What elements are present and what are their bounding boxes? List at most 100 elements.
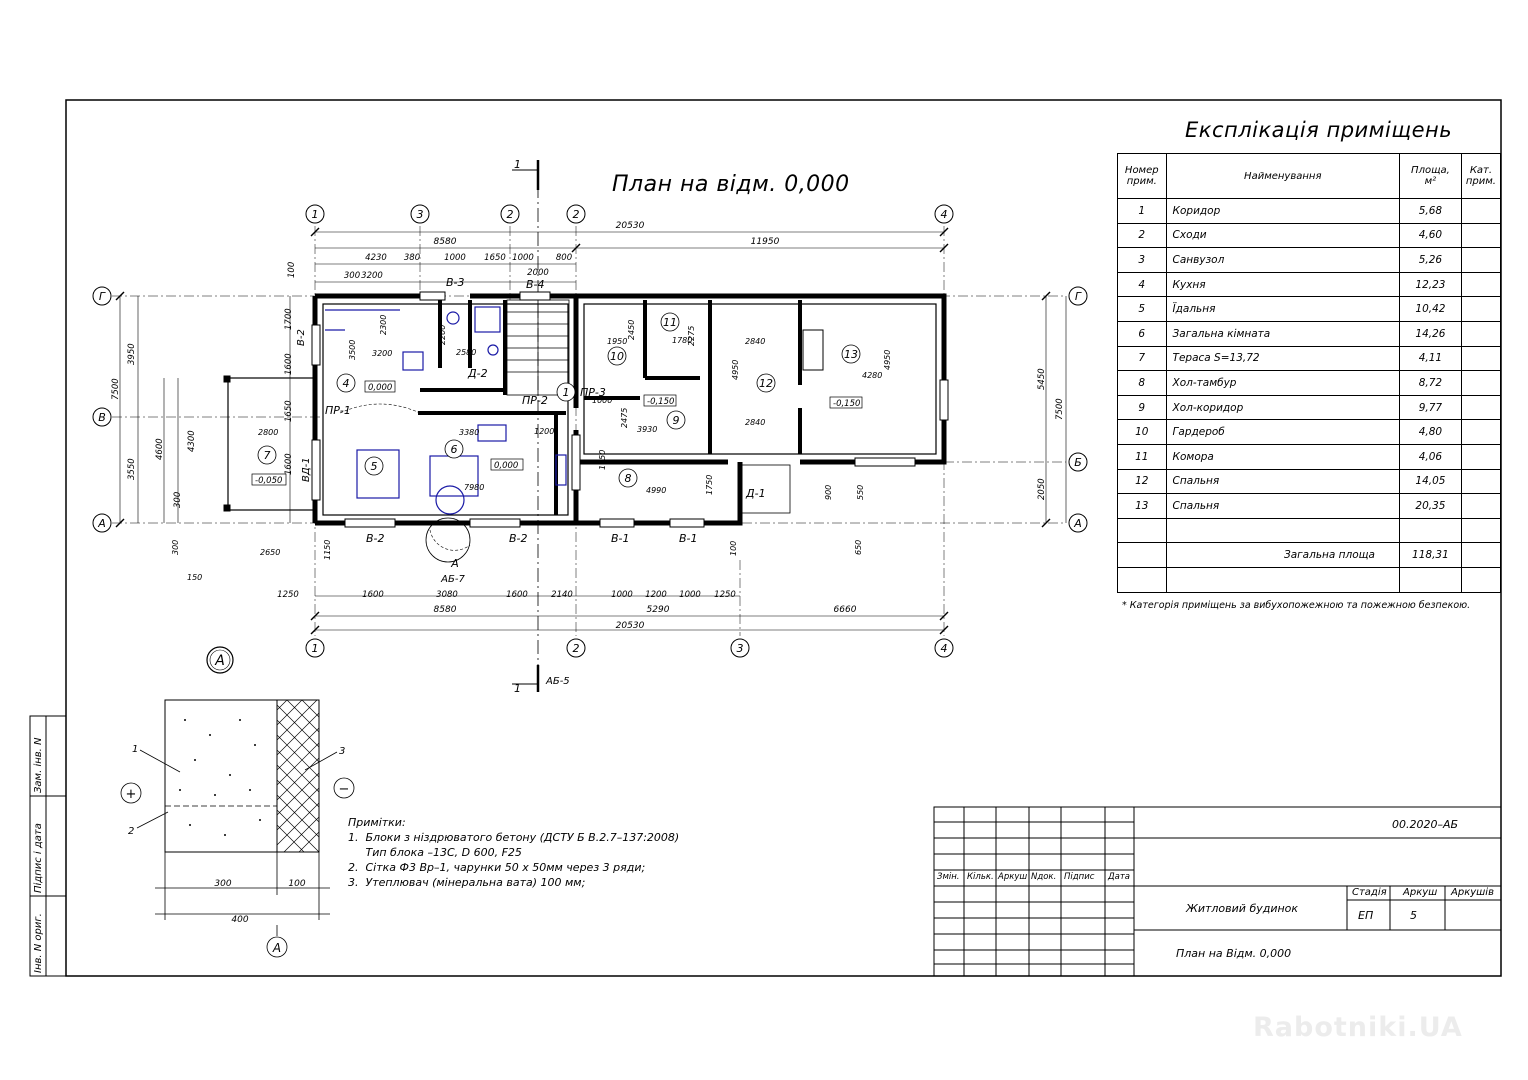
watermark-logo: Rabotniki.UA	[1253, 1012, 1463, 1043]
row-number: 4	[1117, 271, 1167, 298]
dim-left: 4600	[155, 438, 165, 460]
inner-dim: 2275	[687, 326, 696, 346]
inner-dim: 100	[729, 541, 738, 556]
row-number: 3	[1117, 247, 1167, 273]
axis-letter: Г	[1075, 290, 1082, 303]
title-block	[933, 806, 1502, 977]
row-number	[1117, 566, 1167, 593]
row-number: 1	[1117, 198, 1167, 224]
dim-bottom-row: 1250	[714, 590, 736, 600]
dim-top-row: 2000	[527, 268, 549, 278]
dim-bottom-row: 1600	[362, 590, 384, 600]
dim-top-row: 800	[556, 253, 572, 263]
inner-dim: 4990	[646, 486, 666, 495]
row-category	[1460, 419, 1502, 445]
dim-left: 1700	[284, 308, 294, 330]
dim-left-part: 8580	[434, 237, 457, 247]
dim-left: 1650	[284, 400, 294, 422]
row-number: 13	[1117, 493, 1167, 519]
col-area-header: Площа, м²	[1398, 153, 1462, 199]
section-number: 1	[514, 682, 521, 695]
row-category	[1460, 296, 1502, 322]
row-name	[1165, 566, 1400, 593]
row-number: 5	[1117, 296, 1167, 322]
inner-dim: 150	[187, 573, 202, 582]
dim-bottom-row: 3080	[436, 590, 458, 600]
inner-dim: 3200	[372, 349, 392, 358]
inner-dim: 2200	[438, 325, 447, 345]
room-number: 5	[371, 460, 378, 473]
dim-bottom-row: 5290	[647, 605, 670, 615]
opening-label: В-2	[296, 329, 307, 346]
row-area: 9,77	[1398, 394, 1462, 421]
notes-item: Тип блока –13С, D 600, F25	[348, 846, 522, 859]
dim-overall-top: 20530	[616, 221, 645, 231]
stamp-code: 00.2020–АБ	[1392, 818, 1459, 831]
inner-dim: 2450	[627, 320, 636, 340]
inner-dim: 4280	[862, 371, 882, 380]
stamp-col-changes: Змін.	[937, 872, 960, 882]
detail-a	[120, 646, 355, 958]
inner-dim: 3380	[459, 428, 479, 437]
inner-dim: 4950	[731, 360, 740, 380]
inner-dim: 1950	[607, 337, 627, 346]
dim-top-row: 380	[404, 253, 420, 263]
opening-label: В-2	[509, 532, 528, 545]
inner-dim: 1750	[598, 450, 607, 470]
axis-label-4: 4	[941, 208, 948, 221]
inner-dim: 7980	[464, 483, 484, 492]
explication-title: Експлікація приміщень	[1185, 118, 1453, 142]
row-category	[1460, 345, 1502, 372]
dim-right: 7500	[1055, 398, 1065, 420]
inner-dim: 550	[856, 485, 865, 500]
col-number-header: Номер прим.	[1117, 153, 1167, 199]
side-stamp-signature: Підпис і дата	[33, 823, 44, 893]
side-stamp-original: Інв. N ориг.	[33, 913, 44, 973]
dim-bottom-row: 1600	[506, 590, 528, 600]
dim-bottom-row: 1250	[277, 590, 299, 600]
row-category	[1460, 566, 1502, 593]
notes-item: 2. Сітка Ф3 Вр–1, чарунки 50 х 50мм чере…	[348, 861, 646, 874]
inner-dim: 900	[824, 485, 833, 500]
detail-callout: А	[450, 557, 459, 570]
stamp-col-date: Дата	[1108, 872, 1131, 882]
row-number: 2	[1117, 222, 1167, 249]
inner-dim: 2475	[620, 408, 629, 428]
col-name-header: Найменування	[1165, 153, 1400, 199]
row-area: 5,68	[1398, 198, 1462, 224]
room-number: 6	[451, 443, 458, 456]
inner-dim: 300	[171, 540, 180, 555]
row-category	[1460, 517, 1502, 544]
callout-3: 3	[339, 746, 345, 757]
dim-top-row: 3200	[361, 271, 383, 281]
row-category	[1460, 443, 1502, 470]
row-area: 12,23	[1398, 271, 1462, 298]
floor-plan	[92, 160, 1088, 692]
dim-top-row: 300	[344, 271, 360, 281]
row-area: 5,26	[1398, 247, 1462, 273]
room-number: 4	[343, 377, 350, 390]
room-number: 1	[563, 386, 570, 399]
dim-right-part: 11950	[751, 237, 780, 247]
dim-bottom-row: 1200	[645, 590, 667, 600]
dim-left: 4300	[187, 430, 197, 452]
opening-label: Д-2	[467, 367, 488, 380]
dim-offset: 100	[287, 262, 297, 278]
dim-overall-bottom: 20530	[616, 621, 645, 631]
row-name: Комора	[1165, 443, 1400, 470]
axis-label-3: 3	[737, 642, 744, 655]
row-category	[1460, 271, 1502, 298]
row-area: 10,42	[1398, 296, 1462, 322]
stamp-sheet-number: 5	[1410, 909, 1417, 922]
dim-bottom-row: 2140	[551, 590, 573, 600]
detail-dim: 100	[288, 879, 305, 889]
row-number: 8	[1117, 370, 1167, 396]
